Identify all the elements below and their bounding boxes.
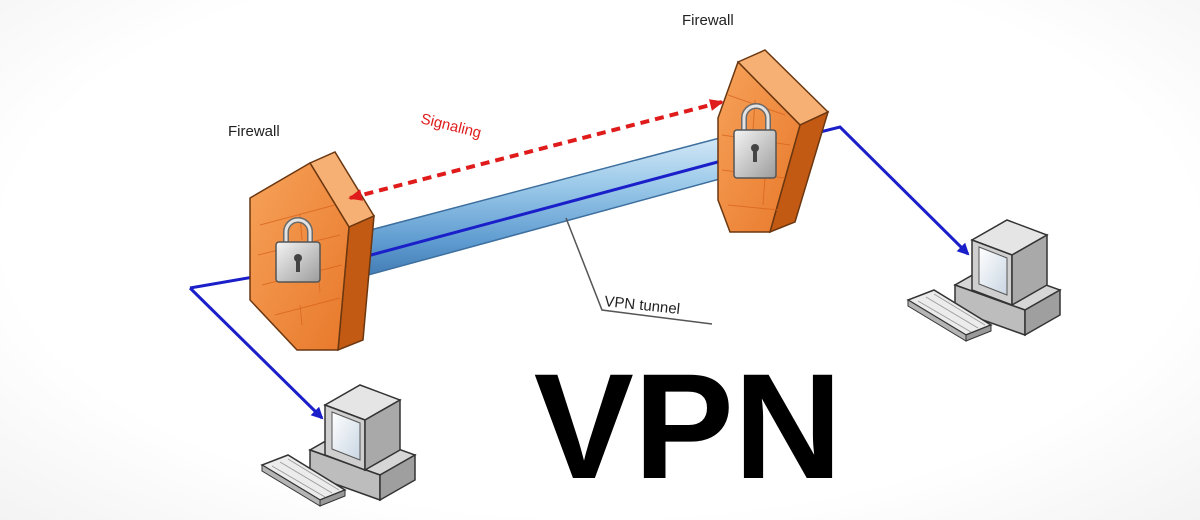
computer-right (908, 220, 1060, 341)
firewall-right (718, 50, 828, 232)
vpn-tunnel (331, 130, 760, 282)
signaling-label: Signaling (419, 110, 483, 141)
tunnel-label: VPN tunnel (604, 293, 681, 318)
firewall-left (250, 152, 374, 350)
firewall-label-right: Firewall (682, 12, 734, 29)
diagram-title: VPN (534, 342, 842, 510)
firewall-label-left: Firewall (228, 123, 280, 140)
computer-left (262, 385, 415, 506)
